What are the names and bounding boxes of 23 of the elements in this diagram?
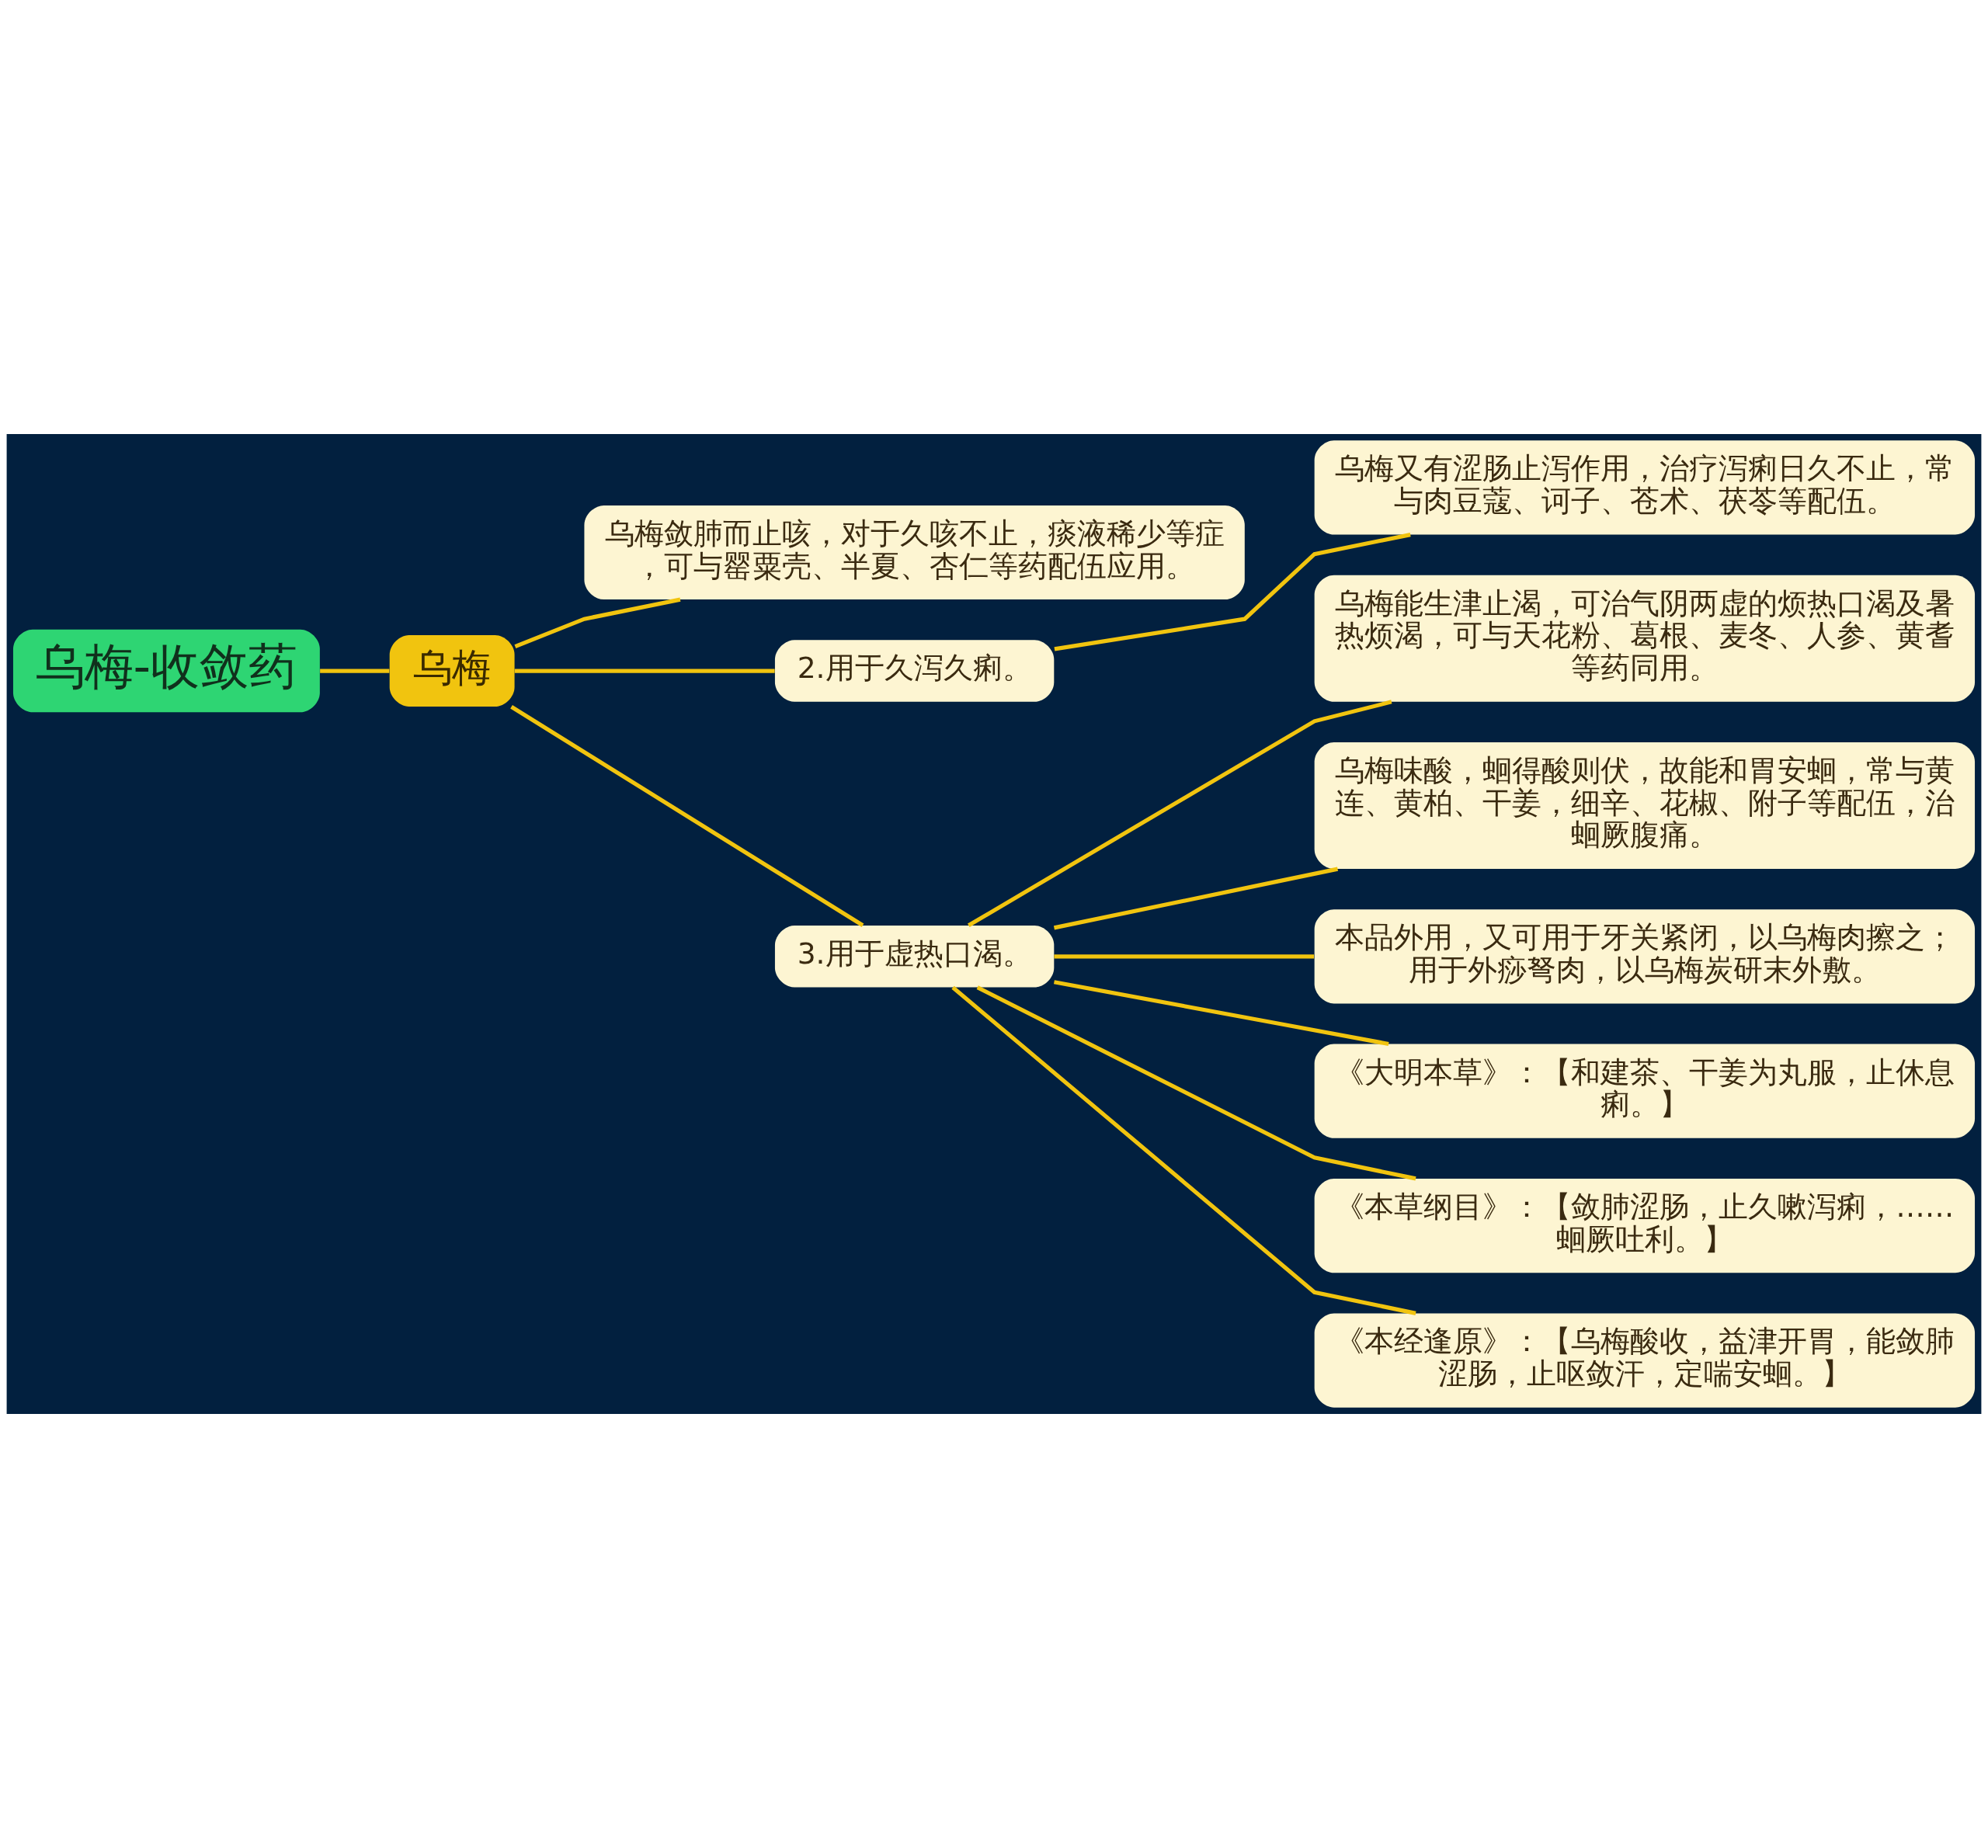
- node-box: 3.用于虚热口渴。: [774, 926, 1055, 988]
- node-box: 《大明本草》：【和建茶、干姜为丸服，止休息痢。】: [1314, 1044, 1976, 1138]
- connector: [951, 985, 1416, 1315]
- node-box: 本品外用，又可用于牙关紧闭，以乌梅肉擦之；用于外痧弩肉，以乌梅炭研末外敷。: [1314, 909, 1976, 1004]
- node-box: 乌梅味酸，蛔得酸则伏，故能和胃安蛔，常与黄连、黄柏、干姜，细辛、花椒、附子等配伍，治蛔厥腹痛。: [1314, 742, 1976, 869]
- node-box: 乌梅又有涩肠止泻作用，治疗泻痢日久不止，常与肉豆蔻、诃子、苍术、茯苓等配伍。: [1314, 440, 1976, 535]
- node-box: 乌梅敛肺而止咳，对于久咳不止，痰液稀少等症，可与罂粟壳、半夏、杏仁等药配伍应用。: [584, 505, 1245, 600]
- connector: [320, 669, 390, 673]
- node-box: 乌梅-收敛药: [12, 629, 320, 713]
- connector: [510, 705, 864, 927]
- connector: [967, 700, 1392, 928]
- connector: [976, 985, 1416, 1181]
- node-box: 《本经逢原》：【乌梅酸收，益津开胃，能敛肺涩肠，止呕敛汗，定喘安蛔。】: [1314, 1313, 1976, 1408]
- connector: [514, 597, 681, 648]
- node-box: 2.用于久泻久痢。: [774, 640, 1055, 702]
- node-box: 乌梅: [389, 635, 515, 707]
- connector: [1054, 533, 1411, 651]
- connector: [1053, 867, 1339, 930]
- node-box: 《本草纲目》：【敛肺涩肠，止久嗽泻痢，……蛔厥吐利。】: [1314, 1179, 1976, 1273]
- connector: [514, 669, 775, 673]
- connector: [1054, 954, 1315, 959]
- connector: [1053, 980, 1389, 1047]
- node-box: 乌梅能生津止渴，可治气阴两虚的烦热口渴及暑热烦渴，可与天花粉、葛根、麦冬、人参、黄耆等药同用。: [1314, 575, 1976, 702]
